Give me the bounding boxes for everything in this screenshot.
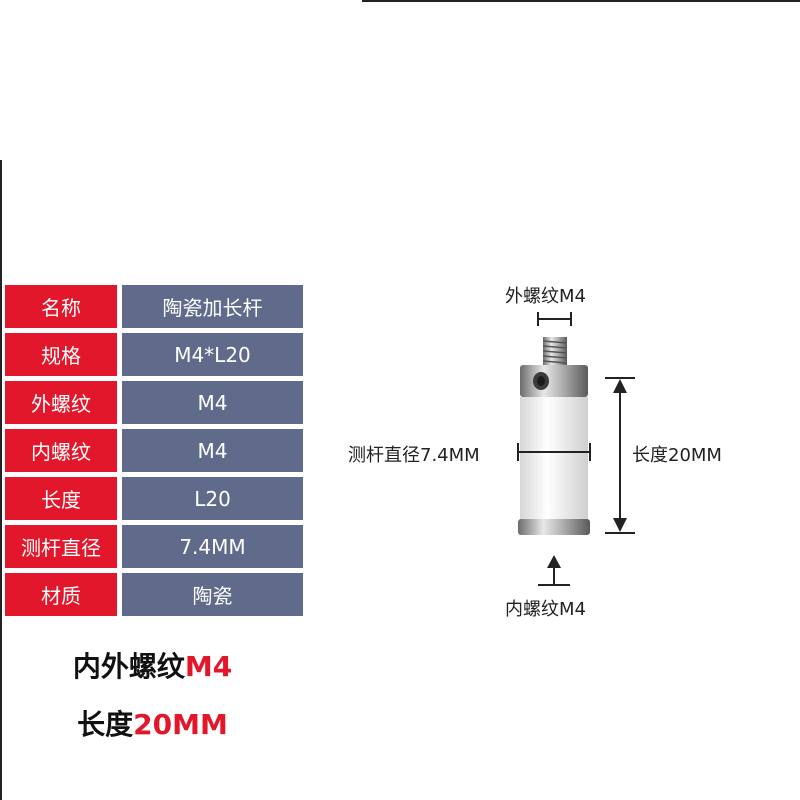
spec-key-name: 名称 — [5, 285, 117, 328]
summary-thread-text: 内外螺纹 — [72, 650, 185, 683]
length-label: 长度20MM — [632, 445, 722, 466]
spec-row: 外螺纹 M4 — [5, 381, 303, 424]
spec-value-spec: M4*L20 — [122, 333, 303, 376]
length-dimension-marker — [605, 377, 635, 534]
spec-value-external-thread: M4 — [122, 381, 303, 424]
bottom-metal-cap — [518, 519, 590, 535]
threaded-stud — [542, 337, 568, 367]
spec-key-material: 材质 — [5, 573, 117, 616]
frame-top-line — [362, 0, 800, 2]
diameter-marker — [517, 443, 591, 461]
product-diagram — [517, 312, 635, 586]
spec-value-material: 陶瓷 — [122, 573, 303, 616]
spec-row: 测杆直径 7.4MM — [5, 525, 303, 568]
metal-collar — [520, 365, 588, 397]
frame-left-line — [0, 160, 2, 800]
spec-row: 材质 陶瓷 — [5, 573, 303, 616]
bottom-arrow — [538, 555, 570, 586]
summary-length-text: 长度 — [77, 708, 134, 741]
spec-key-internal-thread: 内螺纹 — [5, 429, 117, 472]
spec-row: 内螺纹 M4 — [5, 429, 303, 472]
rod-diameter-label: 测杆直径7.4MM — [348, 445, 480, 466]
spec-row: 名称 陶瓷加长杆 — [5, 285, 303, 328]
summary-thread-line: 内外螺纹M4 — [0, 645, 305, 685]
summary-length-line: 长度20MM — [0, 703, 305, 743]
spec-value-diameter: 7.4MM — [122, 525, 303, 568]
spec-value-name: 陶瓷加长杆 — [122, 285, 303, 328]
spec-key-length: 长度 — [5, 477, 117, 520]
top-dimension-marker — [537, 312, 572, 326]
spec-key-external-thread: 外螺纹 — [5, 381, 117, 424]
internal-thread-label: 内螺纹M4 — [505, 599, 586, 620]
spec-key-diameter: 测杆直径 — [5, 525, 117, 568]
external-thread-label: 外螺纹M4 — [505, 286, 586, 307]
spec-value-length: L20 — [122, 477, 303, 520]
spec-row: 规格 M4*L20 — [5, 333, 303, 376]
spec-key-spec: 规格 — [5, 333, 117, 376]
ceramic-rod — [520, 397, 588, 521]
summary-thread-value: M4 — [184, 650, 233, 683]
spec-value-internal-thread: M4 — [122, 429, 303, 472]
summary-length-value: 20MM — [133, 708, 228, 741]
spec-row: 长度 L20 — [5, 477, 303, 520]
